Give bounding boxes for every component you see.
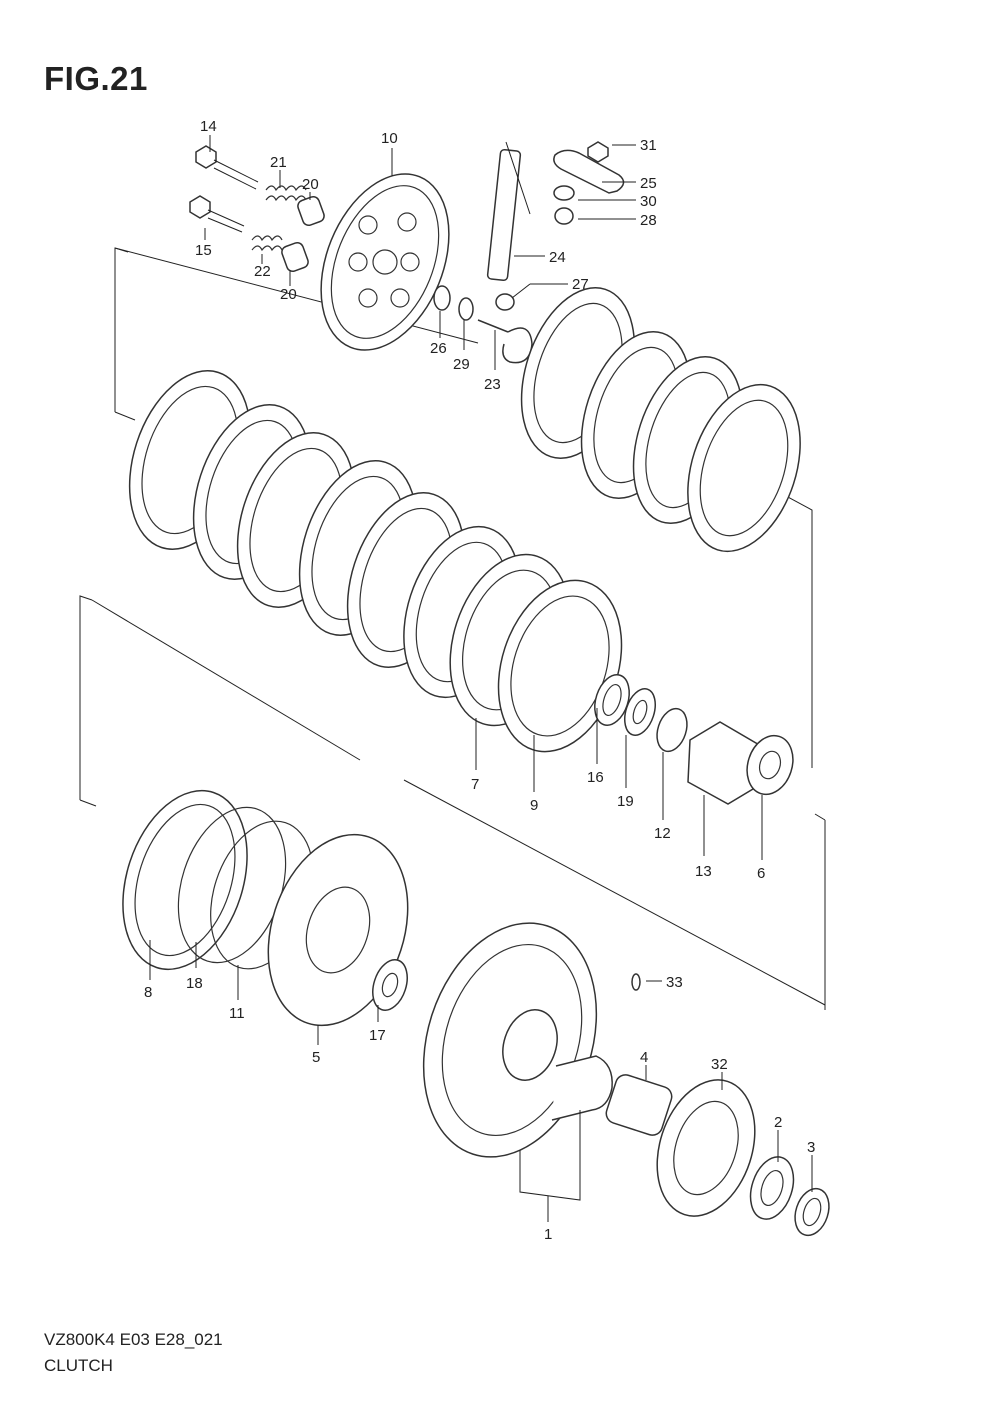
callout-16: 16 — [587, 769, 604, 786]
clutch-plates-upper — [520, 287, 801, 553]
model-code: VZ800K4 E03 E28_021 — [44, 1330, 223, 1349]
callout-6: 6 — [757, 865, 765, 882]
callout-33: 33 — [666, 974, 683, 991]
callout-10: 10 — [381, 130, 398, 147]
callout-28: 28 — [640, 212, 657, 229]
callout-23: 23 — [484, 376, 501, 393]
cushion-parts — [594, 674, 794, 805]
callout-12: 12 — [654, 825, 671, 842]
callout-25: 25 — [640, 175, 657, 192]
callout-5: 5 — [312, 1049, 320, 1066]
callout-32: 32 — [711, 1056, 728, 1073]
callout-30: 30 — [640, 193, 657, 210]
callout-20-upper: 20 — [302, 176, 319, 193]
callout-29: 29 — [453, 356, 470, 373]
clutch-plates-middle — [128, 370, 623, 753]
release-mechanism — [433, 141, 625, 364]
leader-lines — [149, 135, 813, 1222]
callout-24: 24 — [549, 249, 566, 266]
callout-21: 21 — [270, 154, 287, 171]
callout-19: 19 — [617, 793, 634, 810]
callout-4: 4 — [640, 1049, 648, 1066]
callout-14: 14 — [200, 118, 217, 135]
callout-11: 11 — [229, 1005, 245, 1022]
callout-9: 9 — [530, 797, 538, 814]
bolts-springs — [189, 145, 325, 273]
callout-1: 1 — [544, 1226, 552, 1243]
callout-13: 13 — [695, 863, 712, 880]
callout-15: 15 — [195, 242, 212, 259]
callout-27: 27 — [572, 276, 589, 293]
callout-3: 3 — [807, 1139, 815, 1156]
lower-assembly — [122, 789, 830, 1237]
figure-title: FIG.21 — [44, 60, 148, 97]
callout-7: 7 — [471, 776, 479, 793]
callout-labels: 14 10 21 20 15 22 20 31 25 30 28 24 27 2… — [144, 118, 815, 1243]
callout-2: 2 — [774, 1114, 782, 1131]
section-name: CLUTCH — [44, 1356, 113, 1375]
callout-26: 26 — [430, 340, 447, 357]
callout-20-lower: 20 — [280, 286, 297, 303]
callout-8: 8 — [144, 984, 152, 1001]
callout-18: 18 — [186, 975, 203, 992]
pressure-plate — [320, 173, 450, 351]
callout-17: 17 — [369, 1027, 386, 1044]
callout-22: 22 — [254, 263, 271, 280]
callout-31: 31 — [640, 137, 657, 154]
